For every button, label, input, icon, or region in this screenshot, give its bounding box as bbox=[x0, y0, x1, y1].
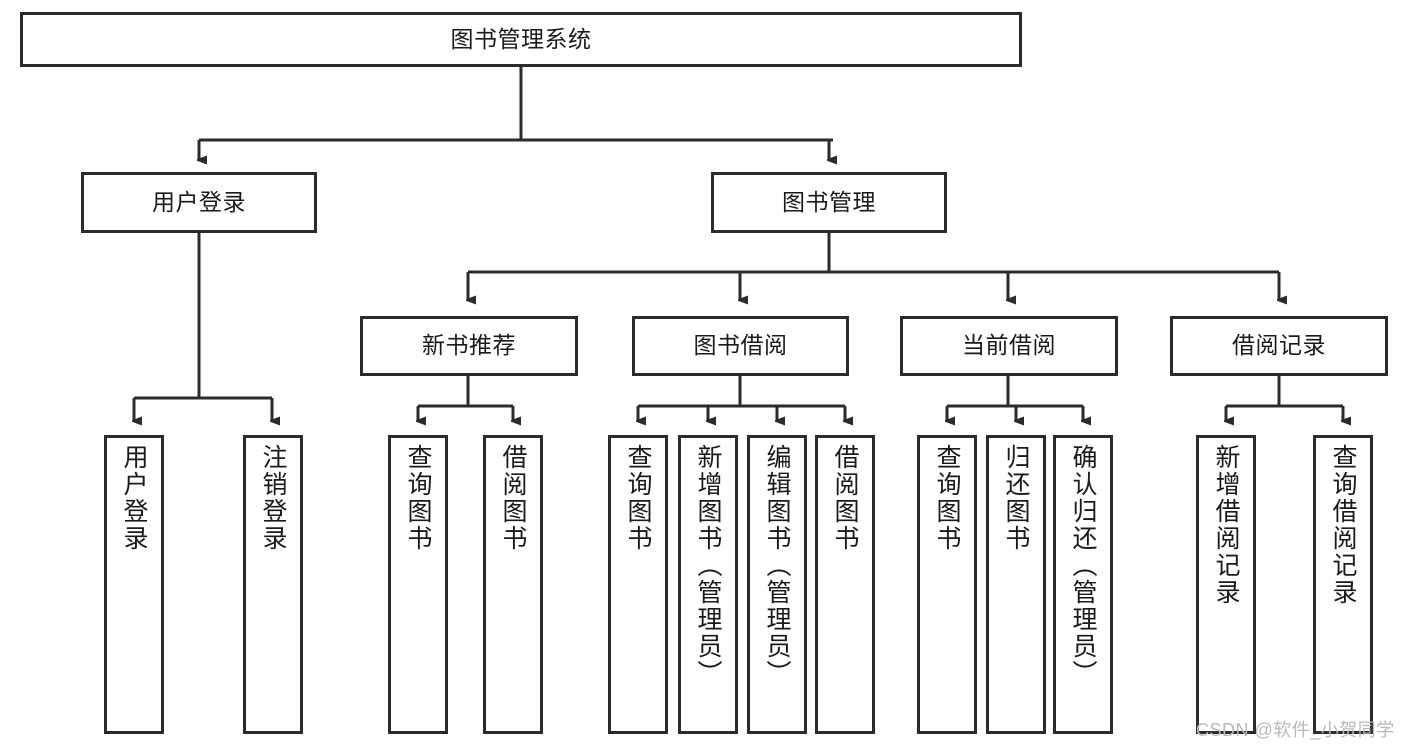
node-leaf-borrow-book-2-label: 借阅图书 bbox=[831, 444, 859, 552]
node-new-book-recommend-label: 新书推荐 bbox=[422, 332, 516, 359]
node-borrow-record-label: 借阅记录 bbox=[1232, 332, 1326, 359]
node-leaf-query-book-2-label: 查询图书 bbox=[624, 444, 652, 552]
node-leaf-user-login[interactable]: 用户登录 bbox=[104, 435, 164, 734]
node-user-login-label: 用户登录 bbox=[152, 188, 246, 215]
node-leaf-add-borrow-record-label: 新增借阅记录 bbox=[1212, 444, 1240, 606]
node-leaf-user-logout[interactable]: 注销登录 bbox=[243, 435, 303, 734]
node-leaf-return-book[interactable]: 归还图书 bbox=[986, 435, 1046, 734]
node-leaf-add-book-label: 新增图书（管理员） bbox=[694, 444, 722, 687]
node-leaf-user-login-label: 用户登录 bbox=[120, 444, 148, 552]
node-book-manage-label: 图书管理 bbox=[782, 188, 876, 215]
node-leaf-confirm-return[interactable]: 确认归还（管理员） bbox=[1053, 435, 1113, 734]
node-leaf-return-book-label: 归还图书 bbox=[1002, 444, 1030, 552]
node-borrow-record[interactable]: 借阅记录 bbox=[1170, 316, 1388, 376]
node-leaf-add-borrow-record[interactable]: 新增借阅记录 bbox=[1196, 435, 1256, 734]
node-leaf-borrow-book-1-label: 借阅图书 bbox=[499, 444, 527, 552]
node-leaf-edit-book-label: 编辑图书（管理员） bbox=[763, 444, 791, 687]
node-leaf-query-book-3[interactable]: 查询图书 bbox=[917, 435, 977, 734]
node-leaf-confirm-return-label: 确认归还（管理员） bbox=[1069, 444, 1097, 687]
node-leaf-add-book[interactable]: 新增图书（管理员） bbox=[678, 435, 738, 734]
node-leaf-borrow-book-2[interactable]: 借阅图书 bbox=[815, 435, 875, 734]
node-new-book-recommend[interactable]: 新书推荐 bbox=[360, 316, 578, 376]
node-leaf-query-book-3-label: 查询图书 bbox=[933, 444, 961, 552]
node-leaf-query-book-1[interactable]: 查询图书 bbox=[388, 435, 448, 734]
node-root[interactable]: 图书管理系统 bbox=[20, 12, 1022, 67]
node-root-label: 图书管理系统 bbox=[450, 25, 592, 52]
node-book-borrow-label: 图书借阅 bbox=[693, 332, 788, 359]
node-current-borrow[interactable]: 当前借阅 bbox=[900, 316, 1118, 376]
node-leaf-user-logout-label: 注销登录 bbox=[259, 444, 287, 552]
node-user-login[interactable]: 用户登录 bbox=[81, 172, 317, 233]
node-current-borrow-label: 当前借阅 bbox=[962, 332, 1056, 359]
node-leaf-edit-book[interactable]: 编辑图书（管理员） bbox=[747, 435, 807, 734]
node-leaf-query-borrow-record[interactable]: 查询借阅记录 bbox=[1313, 435, 1373, 734]
node-book-manage[interactable]: 图书管理 bbox=[711, 172, 947, 233]
node-leaf-query-book-1-label: 查询图书 bbox=[404, 444, 432, 552]
csdn-watermark: CSDN @软件_小贺同学 bbox=[1196, 720, 1395, 740]
node-leaf-borrow-book-1[interactable]: 借阅图书 bbox=[483, 435, 543, 734]
node-leaf-query-borrow-record-label: 查询借阅记录 bbox=[1329, 444, 1357, 606]
node-book-borrow[interactable]: 图书借阅 bbox=[632, 316, 849, 376]
node-leaf-query-book-2[interactable]: 查询图书 bbox=[608, 435, 668, 734]
